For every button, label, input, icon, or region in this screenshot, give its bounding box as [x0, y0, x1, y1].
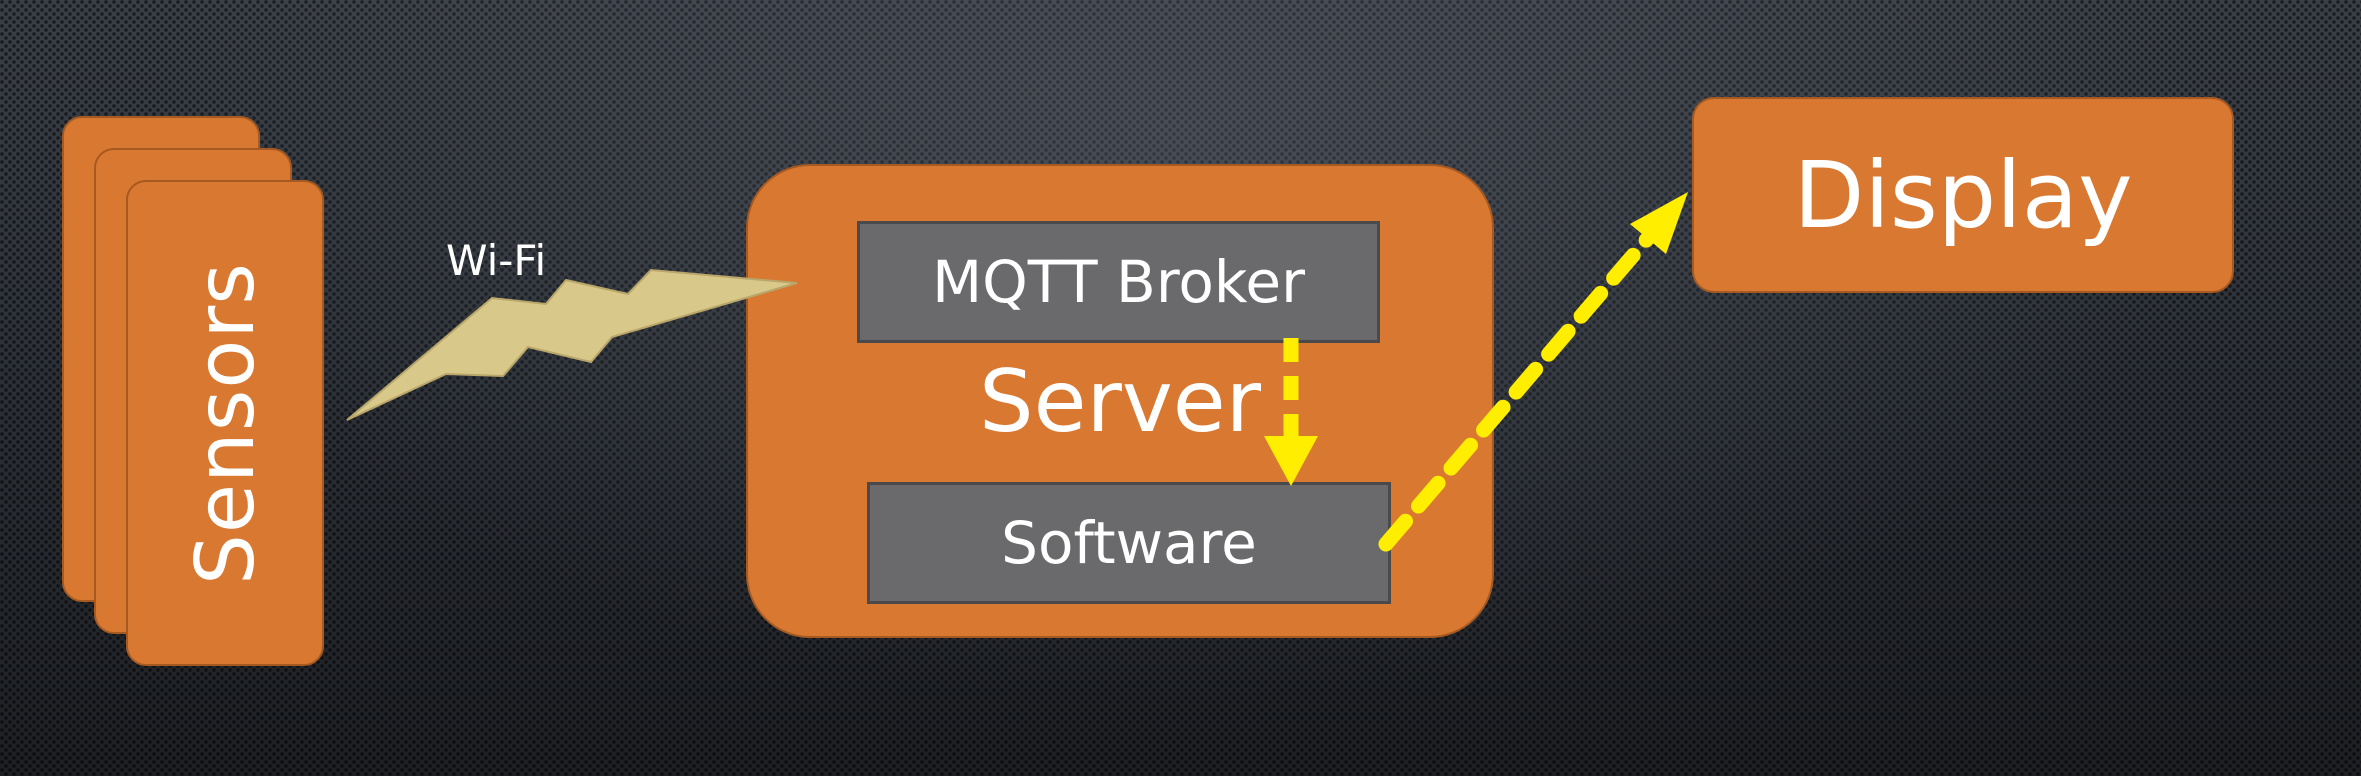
sensors-label: Sensors [178, 261, 272, 585]
server-label: Server [978, 352, 1262, 452]
display-node: Display [1692, 97, 2234, 293]
mqtt-broker-label: MQTT Broker [932, 248, 1305, 316]
software-label: Software [1001, 509, 1257, 577]
wifi-lightning-bolt [346, 268, 798, 421]
sensors-node: Sensors [126, 180, 324, 666]
wifi-label: Wi-Fi [446, 236, 547, 285]
software-node: Software [867, 482, 1391, 604]
display-label: Display [1793, 141, 2133, 249]
sensors-label-wrap: Sensors [128, 182, 322, 664]
mqtt-broker-node: MQTT Broker [857, 221, 1380, 343]
